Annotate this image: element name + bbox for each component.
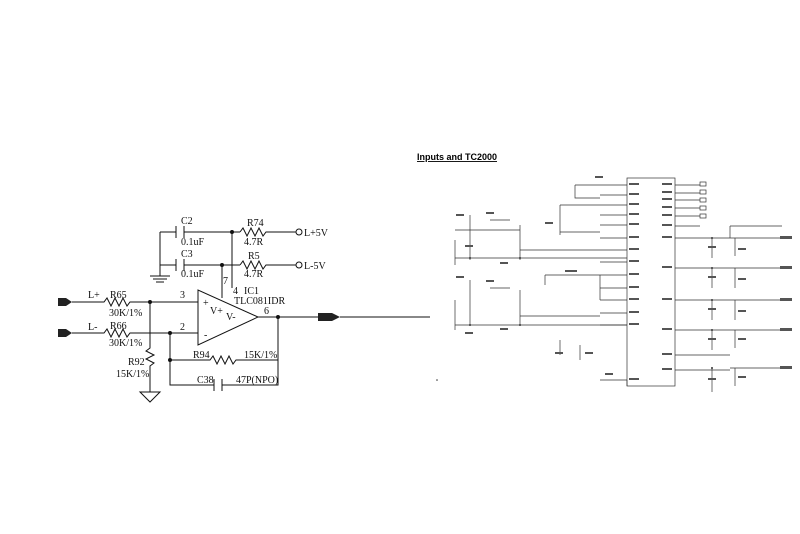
pin-6: 6 (264, 306, 269, 317)
r74-ref: R74 (247, 218, 264, 229)
r65-value: 30K/1% (109, 308, 142, 319)
r94-ref: R94 (193, 350, 210, 361)
ic-vplus: V+ (210, 306, 223, 317)
ic-ref: IC1 (244, 286, 259, 297)
r66-value: 30K/1% (109, 338, 142, 349)
r94-value: 15K/1% (244, 350, 277, 361)
ic-pin-plus: + (203, 298, 209, 309)
c2-value: 0.1uF (181, 237, 205, 248)
right-circuit (454, 177, 782, 392)
pin-3: 3 (180, 290, 185, 301)
right-panel (398, 150, 800, 415)
left-panel (57, 196, 400, 410)
c2-ref: C2 (181, 216, 193, 227)
ic-vminus: V- (226, 312, 236, 323)
c3-ref: C3 (181, 249, 193, 260)
r92-value: 15K/1% (116, 369, 149, 380)
input-pos-label: L+ (88, 290, 100, 301)
r92-ref: R92 (128, 357, 145, 368)
connector-flags (58, 298, 340, 337)
c38-ref: C38 (197, 375, 214, 386)
pin-2: 2 (180, 322, 185, 333)
c38-value: 47P(NPO) (236, 375, 278, 386)
ic-pin-minus: - (204, 330, 207, 341)
r5-value: 4.7R (244, 269, 264, 280)
ic-part: TLC081IDR (234, 296, 285, 307)
right-tiny-labels (456, 176, 792, 380)
junction-dots (148, 230, 280, 362)
c3-value: 0.1uF (181, 269, 205, 280)
right-junctions (436, 237, 713, 381)
right-schematic-title: Inputs and TC2000 (417, 152, 497, 162)
pin-7: 7 (223, 276, 228, 287)
r66-ref: R66 (110, 321, 127, 332)
r65-ref: R65 (110, 290, 127, 301)
pin-4: 4 (233, 286, 238, 297)
left-circuit (72, 226, 430, 403)
r74-value: 4.7R (244, 237, 264, 248)
input-neg-label: L- (88, 322, 97, 333)
supply-pos-label: L+5V (304, 228, 329, 239)
supply-neg-label: L-5V (304, 261, 326, 272)
r5-ref: R5 (248, 251, 260, 262)
